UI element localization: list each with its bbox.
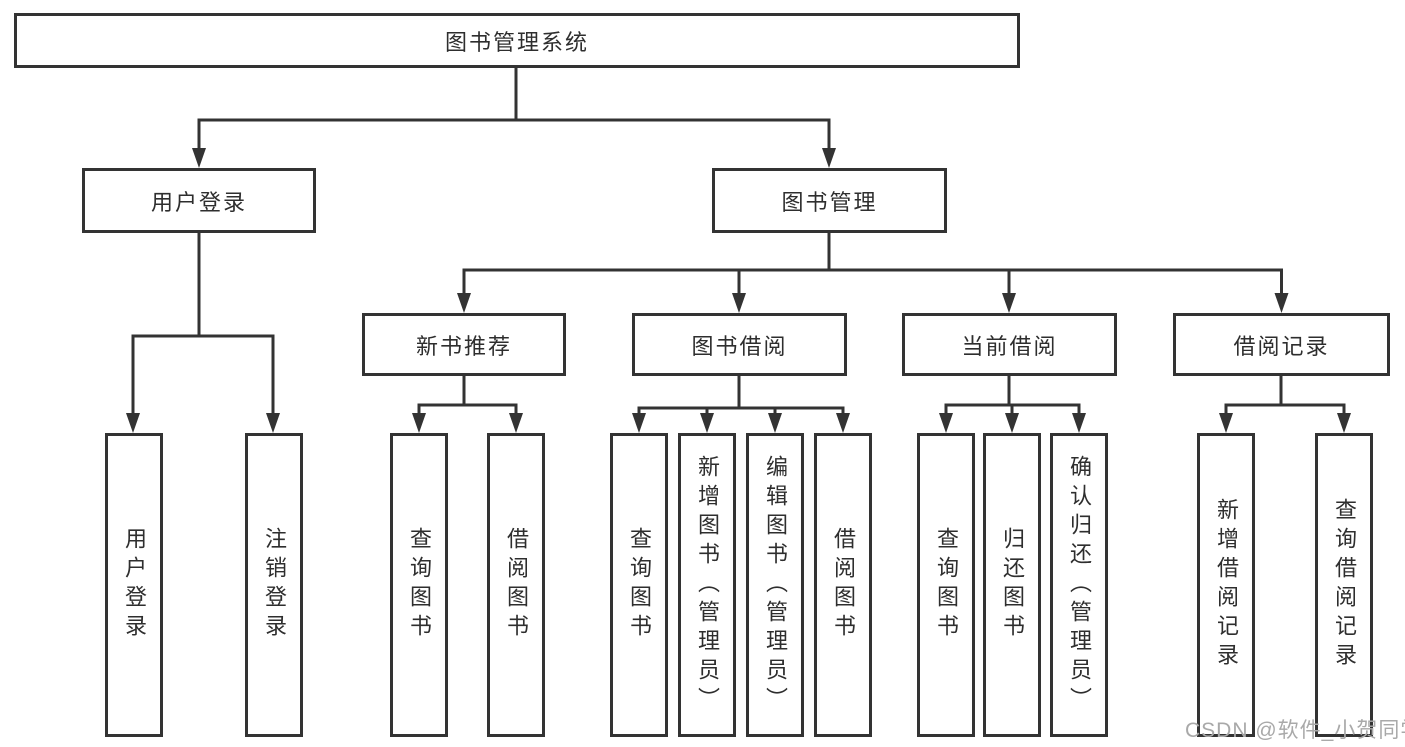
arrow-icon bbox=[732, 293, 746, 313]
node-leaf-confirm-return-admin: 确认归还（管理员） bbox=[1050, 433, 1108, 737]
node-book-management: 图书管理 bbox=[712, 168, 947, 233]
arrow-icon bbox=[1274, 293, 1289, 313]
node-label: 图书管理系统 bbox=[444, 29, 589, 55]
arrow-icon bbox=[1005, 413, 1019, 433]
node-borrowing-records: 借阅记录 bbox=[1173, 313, 1390, 376]
node-label: 新增图书（管理员） bbox=[695, 454, 720, 716]
node-book-borrowing: 图书借阅 bbox=[632, 313, 847, 376]
node-label: 借阅图书 bbox=[831, 527, 856, 643]
node-leaf-query-books-3: 查询图书 bbox=[917, 433, 975, 737]
arrow-icon bbox=[1219, 413, 1233, 433]
arrowheads bbox=[126, 148, 1351, 433]
node-new-book-recommendation: 新书推荐 bbox=[362, 313, 566, 376]
node-label: 图书管理 bbox=[781, 189, 878, 215]
arrow-icon bbox=[1072, 413, 1086, 433]
node-label: 用户登录 bbox=[122, 527, 147, 643]
node-label: 查询图书 bbox=[407, 527, 432, 643]
node-label: 新增借阅记录 bbox=[1214, 498, 1239, 672]
node-label: 查询图书 bbox=[934, 527, 959, 643]
connector-current-branch bbox=[944, 376, 1081, 416]
arrow-icon bbox=[126, 413, 140, 433]
node-label: 借阅图书 bbox=[504, 527, 529, 643]
connector-borrow-branch bbox=[637, 376, 845, 416]
node-leaf-borrow-books-2: 借阅图书 bbox=[814, 433, 872, 737]
arrow-icon bbox=[509, 413, 523, 433]
arrow-icon bbox=[1002, 293, 1016, 313]
node-label: 查询借阅记录 bbox=[1332, 498, 1357, 672]
arrow-icon bbox=[632, 413, 646, 433]
node-user-login-group: 用户登录 bbox=[82, 168, 316, 233]
node-label: 注销登录 bbox=[262, 527, 287, 643]
arrow-icon bbox=[266, 413, 280, 433]
connector-root-to-level2 bbox=[197, 68, 831, 151]
node-leaf-add-borrow-record: 新增借阅记录 bbox=[1197, 433, 1255, 737]
node-leaf-query-books-1: 查询图书 bbox=[390, 433, 448, 737]
arrow-icon bbox=[412, 413, 426, 433]
node-library-management-system: 图书管理系统 bbox=[14, 13, 1020, 68]
connector-userlogin-branch bbox=[131, 233, 275, 416]
node-leaf-edit-books-admin: 编辑图书（管理员） bbox=[746, 433, 804, 737]
node-leaf-return-books: 归还图书 bbox=[983, 433, 1041, 737]
node-leaf-borrow-books-1: 借阅图书 bbox=[487, 433, 545, 737]
node-label: 确认归还（管理员） bbox=[1067, 454, 1092, 716]
connector-bookmgmt-branch bbox=[462, 233, 1283, 296]
arrow-icon bbox=[768, 413, 782, 433]
node-label: 用户登录 bbox=[150, 189, 247, 215]
node-leaf-logout: 注销登录 bbox=[245, 433, 303, 737]
arrow-icon bbox=[192, 148, 206, 168]
arrow-icon bbox=[457, 293, 471, 313]
arrow-icon bbox=[939, 413, 953, 433]
node-label: 图书借阅 bbox=[691, 333, 788, 359]
connector-record-branch bbox=[1224, 376, 1346, 416]
node-leaf-query-books-2: 查询图书 bbox=[610, 433, 668, 737]
node-label: 查询图书 bbox=[627, 527, 652, 643]
node-label: 归还图书 bbox=[1000, 527, 1025, 643]
watermark: CSDN @软件_小贺同学 bbox=[1185, 719, 1405, 742]
node-leaf-query-borrow-record: 查询借阅记录 bbox=[1315, 433, 1373, 737]
node-leaf-add-books-admin: 新增图书（管理员） bbox=[678, 433, 736, 737]
connector-newbook-branch bbox=[417, 376, 518, 416]
arrow-icon bbox=[836, 413, 850, 433]
node-label: 新书推荐 bbox=[415, 333, 512, 359]
arrow-icon bbox=[822, 148, 836, 168]
node-label: 编辑图书（管理员） bbox=[763, 454, 788, 716]
node-current-borrowing: 当前借阅 bbox=[902, 313, 1117, 376]
arrow-icon bbox=[1337, 413, 1351, 433]
node-label: 借阅记录 bbox=[1233, 333, 1330, 359]
arrow-icon bbox=[700, 413, 714, 433]
node-label: 当前借阅 bbox=[961, 333, 1058, 359]
node-leaf-user-login: 用户登录 bbox=[105, 433, 163, 737]
